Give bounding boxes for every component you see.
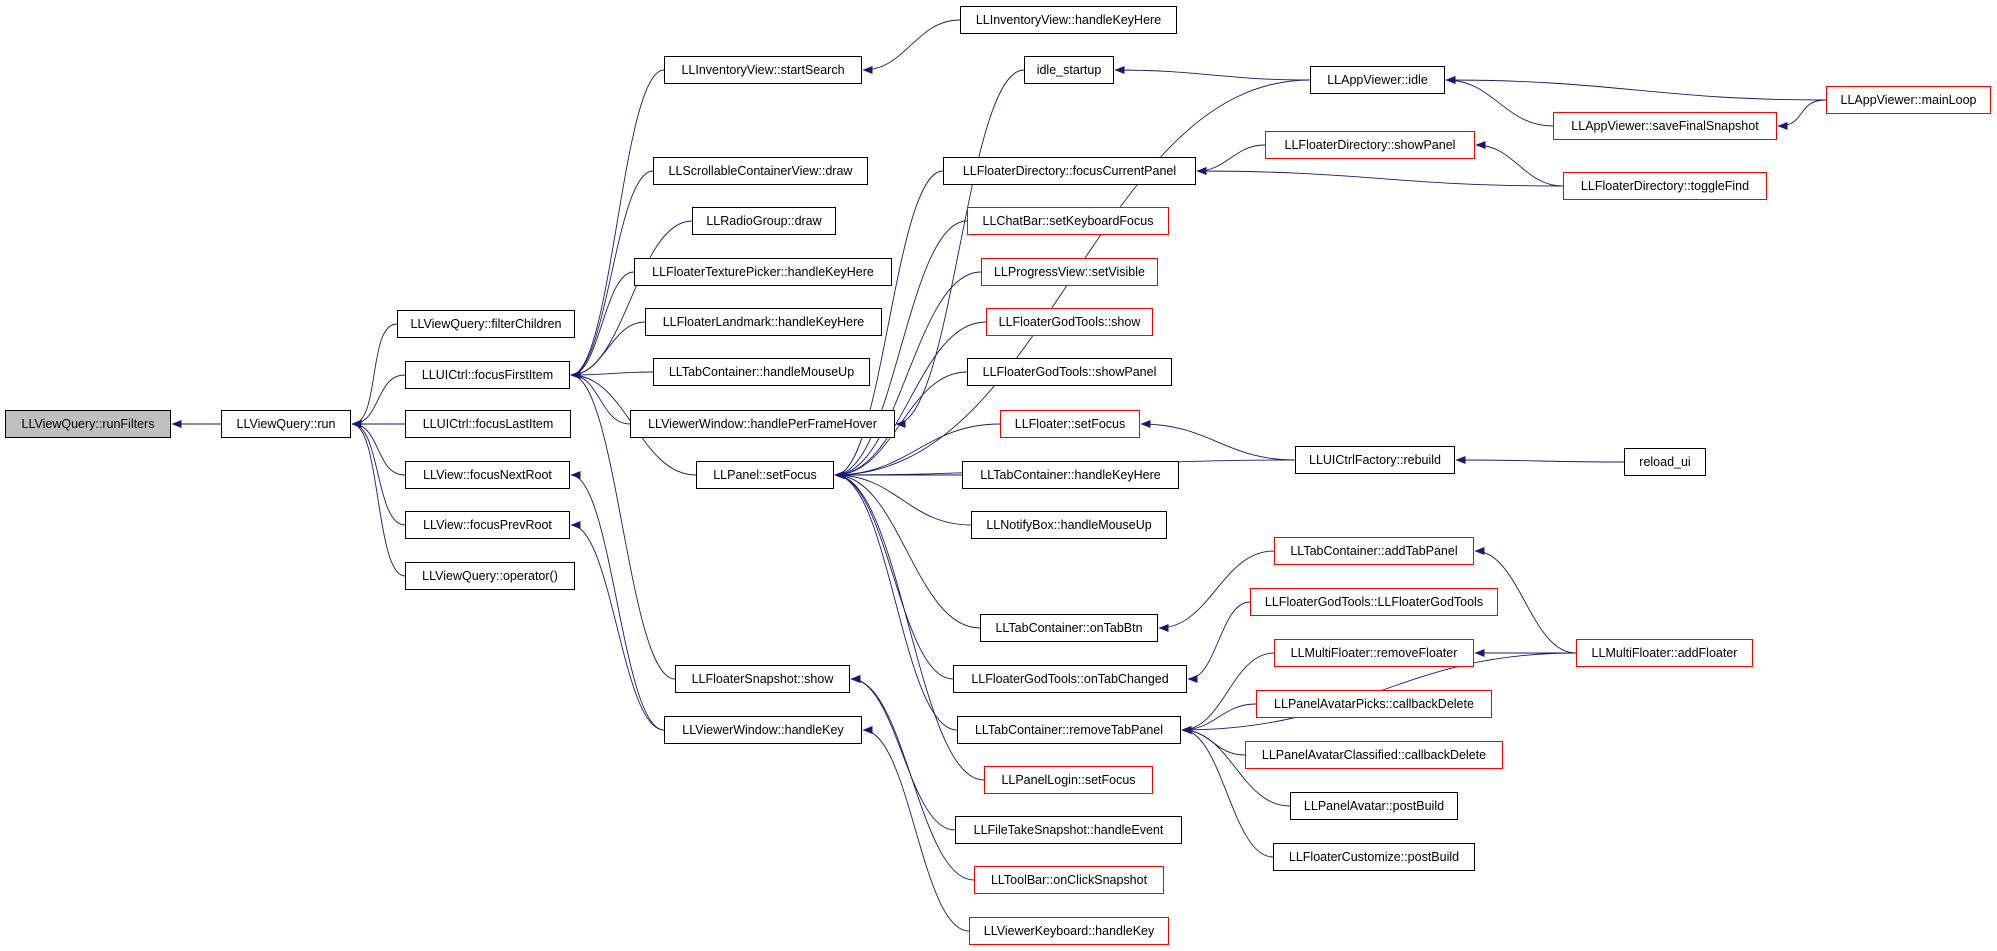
node-picks-delete[interactable]: LLPanelAvatarPicks::callbackDelete [1256,690,1492,718]
edge-vw-handle-key-to-focus-prev-root [570,521,665,731]
node-remove-floater[interactable]: LLMultiFloater::removeFloater [1274,639,1474,667]
node-add-tab-panel[interactable]: LLTabContainer::addTabPanel [1274,537,1474,565]
node-god-ctor[interactable]: LLFloaterGodTools::LLFloaterGodTools [1250,588,1498,616]
node-snapshot-show[interactable]: LLFloaterSnapshot::show [675,665,850,693]
node-inv-handle-key-here[interactable]: LLInventoryView::handleKeyHere [960,6,1177,34]
edge-tab-mouse-up-to-focus-first-item [570,370,654,379]
edge-app-idle-to-idle-startup [1114,66,1311,81]
node-toolbar-snap[interactable]: LLToolBar::onClickSnapshot [974,866,1164,894]
node-keyboard-key[interactable]: LLViewerKeyboard::handleKey [969,917,1169,945]
node-god-show-panel[interactable]: LLFloaterGodTools::showPanel [967,358,1172,386]
edge-main-loop-to-app-idle [1445,76,1827,101]
edge-start-search-to-focus-first-item [570,69,665,379]
node-tex-picker[interactable]: LLFloaterTexturePicker::handleKeyHere [634,258,892,286]
node-remove-tab-panel[interactable]: LLTabContainer::removeTabPanel [957,716,1181,744]
node-classified-delete[interactable]: LLPanelAvatarClassified::callbackDelete [1245,741,1503,769]
edge-remove-floater-to-remove-tab-panel [1181,652,1275,734]
edge-god-ctor-to-god-tab-changed [1187,601,1251,683]
node-landmark[interactable]: LLFloaterLandmark::handleKeyHere [645,308,882,336]
node-vw-handle-key[interactable]: LLViewerWindow::handleKey [664,716,862,744]
edge-tex-picker-to-focus-first-item [570,271,635,379]
node-login-focus[interactable]: LLPanelLogin::setFocus [984,766,1153,794]
node-on-tab-btn[interactable]: LLTabContainer::onTabBtn [980,614,1158,642]
node-ui-rebuild[interactable]: LLUICtrlFactory::rebuild [1295,446,1455,474]
edge-reload-ui-to-ui-rebuild [1455,456,1625,465]
node-app-idle[interactable]: LLAppViewer::idle [1310,66,1445,94]
edge-operator-to-run [351,420,406,577]
node-idle-startup[interactable]: idle_startup [1024,56,1114,84]
edge-customize-post-build-to-remove-tab-panel [1181,726,1274,858]
edge-god-tab-changed-to-panel-set-focus [834,471,954,680]
node-avatar-post-build[interactable]: LLPanelAvatar::postBuild [1290,792,1458,820]
node-file-take[interactable]: LLFileTakeSnapshot::handleEvent [955,816,1182,844]
node-focus-first-item[interactable]: LLUICtrl::focusFirstItem [405,361,570,389]
node-tab-mouse-up[interactable]: LLTabContainer::handleMouseUp [653,358,870,386]
edge-toggle-find-to-dir-show-panel [1475,141,1564,187]
edge-god-show-to-panel-set-focus [834,321,987,479]
edge-progress-visible-to-panel-set-focus [834,271,982,479]
edge-vw-handle-key-to-focus-next-root [570,471,665,731]
node-add-floater[interactable]: LLMultiFloater::addFloater [1576,639,1753,667]
node-god-tab-changed[interactable]: LLFloaterGodTools::onTabChanged [953,665,1187,693]
edge-avatar-post-build-to-remove-tab-panel [1181,726,1291,807]
edge-on-tab-btn-to-panel-set-focus [834,471,981,629]
edge-chat-bar-to-panel-set-focus [834,220,968,479]
node-customize-post-build[interactable]: LLFloaterCustomize::postBuild [1273,843,1475,871]
node-run[interactable]: LLViewQuery::run [221,410,351,438]
node-chat-bar[interactable]: LLChatBar::setKeyboardFocus [967,207,1169,235]
edge-god-show-panel-to-panel-set-focus [834,371,968,479]
edge-dir-focus-current-to-panel-set-focus [834,170,944,479]
edge-save-final-snap-to-app-idle [1445,76,1554,127]
node-god-show[interactable]: LLFloaterGodTools::show [986,308,1153,336]
node-toggle-find[interactable]: LLFloaterDirectory::toggleFind [1563,172,1767,200]
node-radio-draw[interactable]: LLRadioGroup::draw [692,207,836,235]
node-per-frame-hover[interactable]: LLViewerWindow::handlePerFrameHover [630,410,895,438]
node-operator[interactable]: LLViewQuery::operator() [405,562,575,590]
edge-snapshot-show-to-focus-first-item [570,371,676,680]
node-floater-set-focus[interactable]: LLFloater::setFocus [1000,410,1140,438]
node-scroll-draw[interactable]: LLScrollableContainerView::draw [653,157,868,185]
edge-login-focus-to-panel-set-focus [834,471,985,781]
node-dir-show-panel[interactable]: LLFloaterDirectory::showPanel [1265,131,1475,159]
edge-inv-handle-key-here-to-start-search [862,19,961,74]
node-filter-children[interactable]: LLViewQuery::filterChildren [397,310,575,338]
edge-remove-tab-panel-to-panel-set-focus [834,471,958,731]
edge-keyboard-key-to-vw-handle-key [862,726,970,932]
node-save-final-snap[interactable]: LLAppViewer::saveFinalSnapshot [1553,112,1777,140]
node-focus-prev-root[interactable]: LLView::focusPrevRoot [405,511,570,539]
node-tab-key-here[interactable]: LLTabContainer::handleKeyHere [962,461,1179,489]
edge-main-loop-to-save-final-snap [1777,99,1827,130]
node-panel-set-focus[interactable]: LLPanel::setFocus [696,461,834,489]
node-focus-last-item[interactable]: LLUICtrl::focusLastItem [405,410,571,438]
node-dir-focus-current[interactable]: LLFloaterDirectory::focusCurrentPanel [943,157,1196,185]
edge-add-tab-panel-to-on-tab-btn [1158,550,1275,632]
node-main-loop[interactable]: LLAppViewer::mainLoop [1826,86,1991,114]
edge-filter-children-to-run [351,323,398,428]
edge-toggle-find-to-dir-focus-current [1196,167,1564,187]
node-focus-next-root[interactable]: LLView::focusNextRoot [405,461,570,489]
edge-add-floater-to-add-tab-panel [1474,547,1577,654]
node-progress-visible[interactable]: LLProgressView::setVisible [981,258,1158,286]
edge-landmark-to-focus-first-item [570,321,646,379]
edge-notify-mouse-up-to-panel-set-focus [834,471,972,526]
edge-ui-rebuild-to-floater-set-focus [1140,420,1296,461]
edge-scroll-draw-to-focus-first-item [570,170,654,379]
node-start-search[interactable]: LLInventoryView::startSearch [664,56,862,84]
node-notify-mouse-up[interactable]: LLNotifyBox::handleMouseUp [971,511,1167,539]
edge-focus-prev-root-to-run [351,420,406,526]
node-reload-ui[interactable]: reload_ui [1624,448,1706,476]
edge-idle-startup-to-per-frame-hover [895,69,1025,428]
edge-toolbar-snap-to-snapshot-show [850,675,975,881]
node-run-filters: LLViewQuery::runFilters [5,410,171,438]
